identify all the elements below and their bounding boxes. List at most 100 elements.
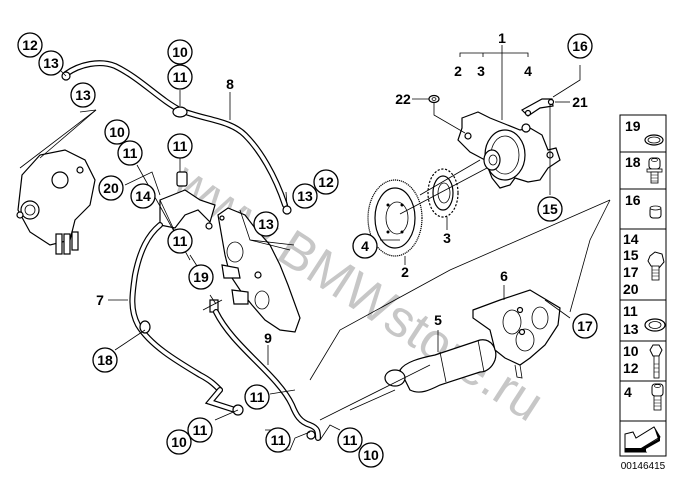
callout-20[interactable]: 20 (98, 175, 124, 201)
washer-22[interactable] (428, 94, 440, 104)
callout-13[interactable]: 13 (70, 82, 96, 108)
callout-11[interactable]: 11 (117, 140, 143, 166)
hose-bracket[interactable] (159, 171, 216, 230)
svg-text:13: 13 (297, 188, 313, 204)
sealing-ring-icon (644, 318, 666, 332)
vacuum-pump[interactable] (16, 149, 96, 255)
label-9[interactable]: 9 (264, 330, 272, 346)
svg-text:12: 12 (22, 37, 38, 53)
oil-pump-1[interactable] (457, 111, 561, 189)
callout-11[interactable]: 11 (244, 384, 270, 410)
legend-row-11-13[interactable]: 11 13 (619, 299, 667, 342)
sprocket-3[interactable] (427, 168, 459, 218)
legend-row-14-15-17-20[interactable]: 14 15 17 20 (619, 228, 667, 301)
svg-text:16: 16 (572, 38, 588, 54)
legend-row-18[interactable]: 18 (619, 151, 667, 190)
svg-text:13: 13 (75, 87, 91, 103)
svg-text:20: 20 (623, 281, 639, 297)
callout-18[interactable]: 18 (92, 347, 118, 373)
svg-text:13: 13 (623, 321, 639, 337)
svg-text:10: 10 (109, 124, 125, 140)
callout-17[interactable]: 17 (572, 313, 598, 339)
callout-13[interactable]: 13 (292, 183, 318, 209)
callout-15[interactable]: 15 (537, 196, 563, 222)
socket-screw-icon (651, 383, 664, 411)
svg-text:11: 11 (173, 233, 188, 249)
hose-7[interactable] (129, 222, 244, 416)
callout-12[interactable]: 12 (17, 32, 43, 58)
callout-11[interactable]: 11 (337, 427, 363, 453)
legend-row-4[interactable]: 4 (619, 380, 667, 422)
svg-text:10: 10 (171, 434, 187, 450)
svg-text:11: 11 (193, 422, 208, 438)
legend-row-10-12[interactable]: 10 12 (619, 340, 667, 382)
label-8[interactable]: 8 (226, 76, 234, 92)
svg-text:12: 12 (318, 174, 334, 190)
callout-13[interactable]: 13 (253, 211, 279, 237)
svg-text:10: 10 (172, 44, 188, 60)
svg-text:19: 19 (193, 269, 209, 285)
legend-row-arrow[interactable] (619, 420, 667, 457)
legend-row-19[interactable]: 19 (619, 114, 667, 153)
svg-text:10: 10 (363, 447, 379, 463)
svg-text:18: 18 (625, 154, 641, 170)
diagram-id: 00146415 (621, 461, 666, 472)
svg-text:13: 13 (258, 216, 274, 232)
label-21[interactable]: 21 (572, 94, 588, 110)
callout-12[interactable]: 12 (313, 169, 339, 195)
svg-text:11: 11 (173, 138, 188, 154)
banjo-fitting (172, 106, 188, 118)
oil-filter-5[interactable] (384, 339, 497, 393)
svg-text:4: 4 (361, 238, 369, 254)
svg-text:19: 19 (625, 118, 641, 134)
gear-2[interactable] (367, 179, 423, 257)
svg-text:12: 12 (623, 360, 639, 376)
label-4[interactable]: 4 (524, 63, 532, 79)
hose-fitting (282, 205, 292, 215)
pump-housing[interactable] (217, 207, 301, 333)
svg-text:14: 14 (623, 231, 639, 247)
label-2[interactable]: 2 (454, 63, 462, 79)
bracket-21[interactable] (521, 98, 555, 117)
legend-row-16[interactable]: 16 (619, 188, 667, 230)
label-22[interactable]: 22 (395, 91, 411, 107)
hose-9[interactable] (202, 299, 321, 441)
label-7[interactable]: 7 (96, 292, 104, 308)
svg-text:17: 17 (577, 318, 593, 334)
o-ring-icon (644, 134, 664, 146)
callout-13[interactable]: 13 (38, 50, 64, 76)
legend-panel: 19 18 16 (619, 114, 667, 472)
callout-11[interactable]: 11 (167, 228, 193, 254)
label-5[interactable]: 5 (434, 312, 442, 328)
bracket-6[interactable] (472, 289, 561, 379)
svg-text:18: 18 (97, 352, 113, 368)
direction-arrow-icon (624, 426, 661, 453)
svg-text:11: 11 (123, 145, 138, 161)
callout-19[interactable]: 19 (188, 264, 214, 290)
label-6[interactable]: 6 (500, 268, 508, 284)
label-3[interactable]: 3 (443, 230, 451, 246)
callout-10[interactable]: 10 (167, 39, 193, 65)
callout-16[interactable]: 16 (567, 33, 593, 59)
callout-10[interactable]: 10 (104, 119, 130, 145)
label-2[interactable]: 2 (401, 264, 409, 280)
hex-bolt-icon (647, 251, 665, 281)
callout-11[interactable]: 11 (167, 133, 193, 159)
svg-text:11: 11 (271, 432, 286, 448)
svg-text:11: 11 (173, 69, 188, 85)
svg-text:11: 11 (343, 432, 358, 448)
callout-4[interactable]: 4 (352, 233, 378, 259)
svg-text:14: 14 (135, 188, 151, 204)
callout-11[interactable]: 11 (187, 417, 213, 443)
callout-10[interactable]: 10 (166, 429, 192, 455)
callout-10[interactable]: 10 (358, 442, 384, 468)
svg-text:15: 15 (623, 247, 639, 263)
callout-11[interactable]: 11 (167, 64, 193, 90)
svg-text:15: 15 (542, 201, 558, 217)
callout-14[interactable]: 14 (130, 183, 156, 209)
label-3[interactable]: 3 (477, 63, 485, 79)
banjo-bolt-icon (646, 157, 663, 184)
label-1[interactable]: 1 (498, 30, 506, 46)
callout-11[interactable]: 11 (265, 427, 291, 453)
